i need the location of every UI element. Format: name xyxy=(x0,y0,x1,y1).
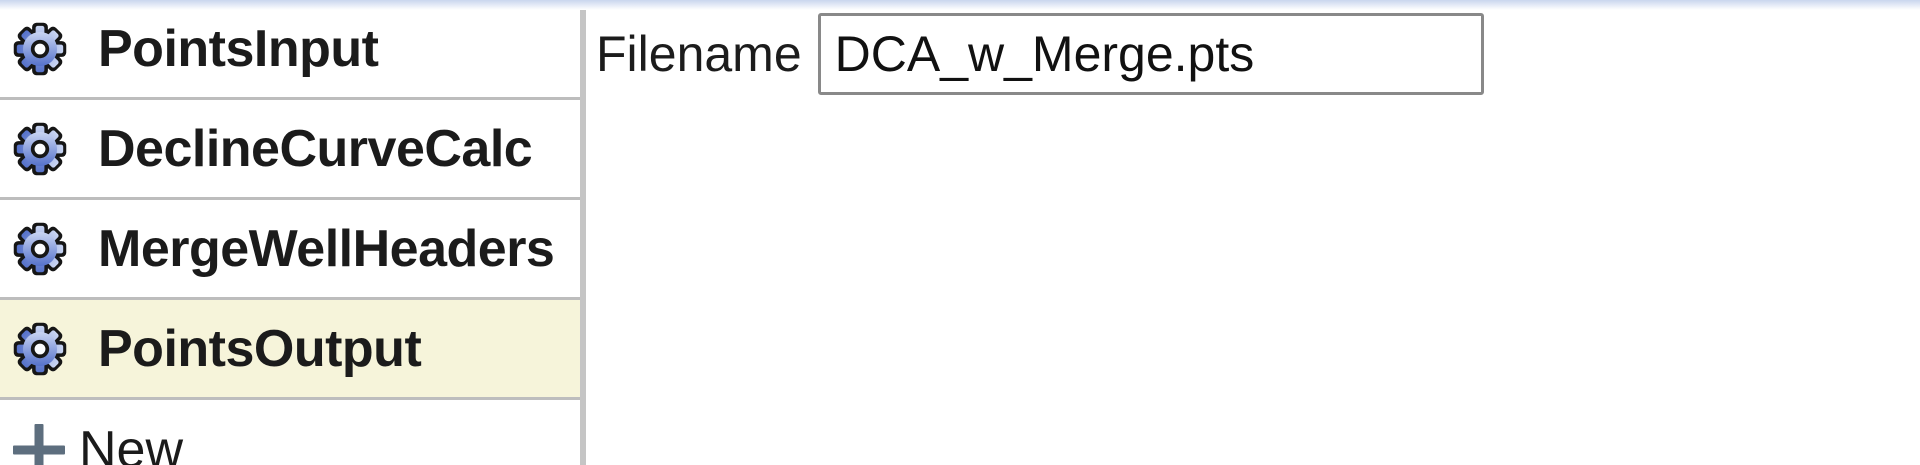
gear-icon xyxy=(13,22,67,75)
sidebar-item-declinecurvecalc[interactable]: DeclineCurveCalc xyxy=(0,100,580,200)
sidebar-item-label: PointsInput xyxy=(98,19,379,78)
gear-icon xyxy=(13,222,67,275)
sidebar-item-label: MergeWellHeaders xyxy=(98,219,555,278)
sidebar-main-divider xyxy=(580,0,586,465)
filename-label: Filename xyxy=(596,26,802,82)
filename-input[interactable] xyxy=(817,13,1484,95)
new-item-label: New xyxy=(79,421,184,465)
sidebar-item-new[interactable]: New xyxy=(0,400,580,465)
main-panel: Filename xyxy=(586,0,1920,465)
sidebar-item-label: DeclineCurveCalc xyxy=(98,119,533,178)
sidebar-item-label: PointsOutput xyxy=(98,319,422,378)
plus-icon xyxy=(13,424,65,465)
filename-row: Filename xyxy=(596,13,1484,95)
sidebar-item-pointsinput[interactable]: PointsInput xyxy=(0,0,580,100)
gear-icon xyxy=(13,322,67,375)
sidebar-item-mergewellheaders[interactable]: MergeWellHeaders xyxy=(0,200,580,300)
sidebar: PointsInput DeclineCurveCalc MergeWellHe… xyxy=(0,0,580,465)
sidebar-item-pointsoutput[interactable]: PointsOutput xyxy=(0,300,580,400)
gear-icon xyxy=(13,122,67,175)
